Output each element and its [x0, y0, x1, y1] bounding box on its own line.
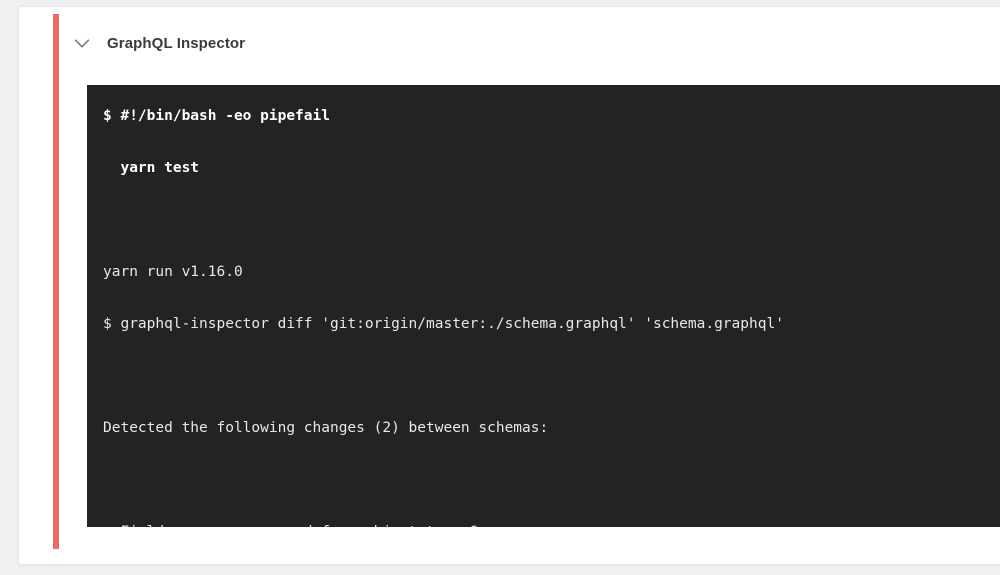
chevron-down-icon[interactable]: [71, 32, 93, 54]
console-log: $ #!/bin/bash -eo pipefail yarn test yar…: [103, 103, 1000, 527]
console-segment-txt: $ graphql-inspector diff 'git:origin/mas…: [103, 316, 784, 332]
console-line: yarn run v1.16.0: [103, 259, 1000, 285]
job-title: GraphQL Inspector: [107, 34, 246, 52]
console-segment-txt: Field user was removed from object type …: [112, 524, 513, 527]
job-card: GraphQL Inspector $ #!/bin/bash -eo pipe…: [18, 6, 1000, 565]
console-output[interactable]: $ #!/bin/bash -eo pipefail yarn test yar…: [87, 85, 1000, 527]
console-blank-line: [103, 363, 1000, 389]
console-segment-txt: yarn run v1.16.0: [103, 264, 243, 280]
job-header[interactable]: GraphQL Inspector: [71, 23, 245, 63]
console-line: yarn test: [103, 155, 1000, 181]
console-line: ✖ Field user was removed from object typ…: [103, 519, 1000, 527]
console-segment-txt: Detected the following changes (2) betwe…: [103, 420, 549, 436]
console-blank-line: [103, 467, 1000, 493]
console-blank-line: [103, 207, 1000, 233]
console-segment-cmd: $ #!/bin/bash -eo pipefail: [103, 108, 330, 124]
console-segment-cmd: yarn test: [103, 160, 200, 176]
console-line: Detected the following changes (2) betwe…: [103, 415, 1000, 441]
console-line: $ #!/bin/bash -eo pipefail: [103, 103, 1000, 129]
job-status-rail: [53, 14, 59, 549]
console-line: $ graphql-inspector diff 'git:origin/mas…: [103, 311, 1000, 337]
console-segment-err-mark: ✖: [103, 524, 112, 527]
